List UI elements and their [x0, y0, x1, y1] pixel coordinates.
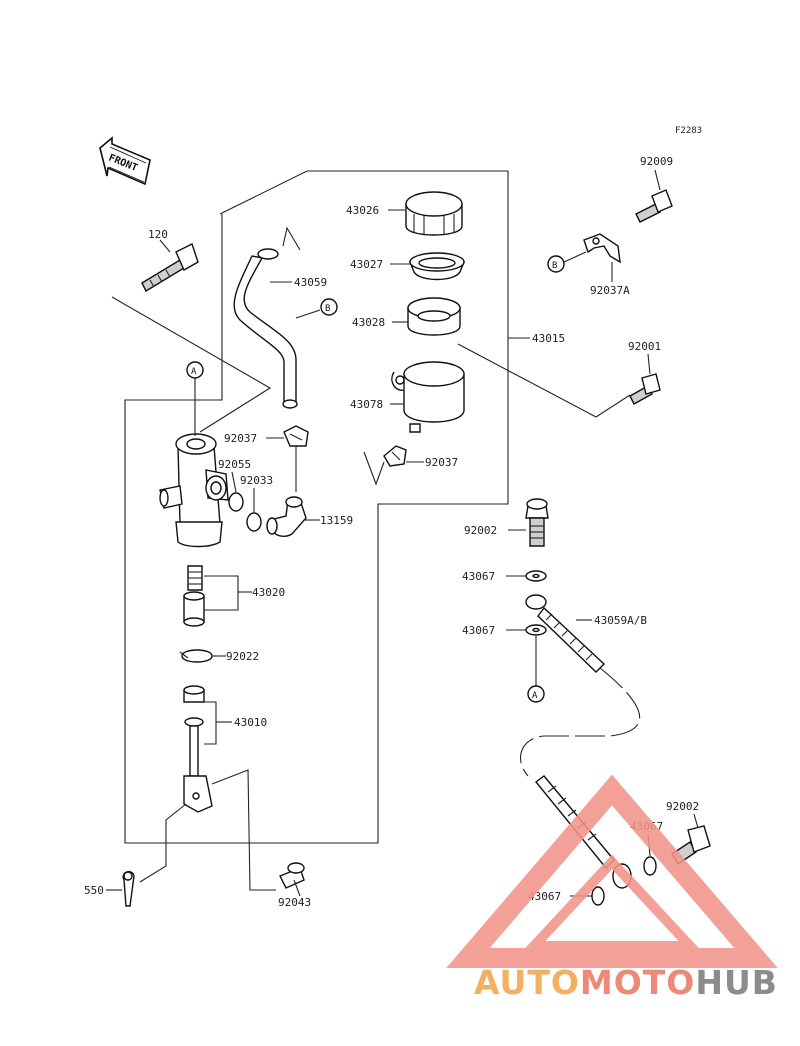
washer-43067-d — [591, 886, 605, 906]
label-43010: 43010 — [234, 716, 267, 729]
label-43020: 43020 — [252, 586, 285, 599]
ref-b-label: B — [325, 304, 330, 314]
label-92009: 92009 — [640, 155, 673, 168]
cap-43026 — [405, 191, 463, 236]
label-120: 120 — [148, 228, 168, 241]
bracket-92037A — [583, 233, 621, 264]
watermark-text: AUTOMOTOHUB — [474, 963, 778, 1002]
label-92055: 92055 — [218, 458, 251, 471]
ref-b-circle — [320, 298, 338, 316]
ref-b2-label: B — [552, 261, 557, 271]
cotter-pin-550 — [122, 870, 135, 907]
label-43067-a: 43067 — [462, 570, 495, 583]
bolt-120 — [141, 243, 199, 292]
label-92037-lower: 92037 — [425, 456, 458, 469]
pushrod-43010 — [183, 685, 213, 813]
banjo-bolt-92002-top — [525, 498, 549, 547]
label-43078: 43078 — [350, 398, 383, 411]
reservoir-43078 — [391, 361, 465, 433]
label-43059AB: 43059A/B — [594, 614, 647, 627]
brake-hose-43059AB — [520, 594, 641, 889]
washer-43067-c — [643, 856, 657, 876]
ref-a2-circle — [527, 685, 545, 703]
label-43027: 43027 — [350, 258, 383, 271]
clamp-92037-upper — [283, 425, 309, 447]
watermark-hub: HUB — [695, 963, 778, 1002]
watermark-auto: AUTO — [474, 963, 580, 1002]
plate-43027 — [408, 252, 466, 281]
oring-92033 — [246, 512, 262, 532]
watermark-moto: MOTO — [580, 963, 695, 1002]
label-92043: 92043 — [278, 896, 311, 909]
oring-92055 — [228, 492, 244, 512]
label-43059: 43059 — [294, 276, 327, 289]
label-43067-b: 43067 — [462, 624, 495, 637]
label-550: 550 — [84, 884, 104, 897]
ref-a2-label: A — [532, 691, 538, 701]
label-13159: 13159 — [320, 514, 353, 527]
label-92022: 92022 — [226, 650, 259, 663]
bolt-92009 — [635, 189, 673, 223]
bolt-92001 — [629, 373, 661, 405]
label-92002-bottom: 92002 — [666, 800, 699, 813]
label-43015: 43015 — [532, 332, 565, 345]
reservoir-bracket — [124, 170, 509, 844]
label-92002-top: 92002 — [464, 524, 497, 537]
ref-a-label: A — [191, 367, 197, 377]
fitting-13159 — [266, 496, 307, 538]
front-arrow-icon — [99, 136, 151, 186]
pin-92043 — [279, 862, 305, 889]
master-cylinder-body — [159, 433, 229, 548]
diagram-code: F2283 — [675, 126, 702, 136]
diaphragm-43028 — [407, 297, 461, 336]
label-43028: 43028 — [352, 316, 385, 329]
watermark-logo — [446, 774, 778, 968]
label-92037-upper: 92037 — [224, 432, 257, 445]
circlip-92022 — [179, 649, 213, 663]
label-92033: 92033 — [240, 474, 273, 487]
clamp-92037-lower — [383, 445, 407, 467]
hose-43059 — [233, 248, 298, 409]
label-92001: 92001 — [628, 340, 661, 353]
ref-b2-circle — [547, 255, 565, 273]
label-92037A: 92037A — [590, 284, 630, 297]
label-43026: 43026 — [346, 204, 379, 217]
piston-43020 — [183, 565, 205, 627]
